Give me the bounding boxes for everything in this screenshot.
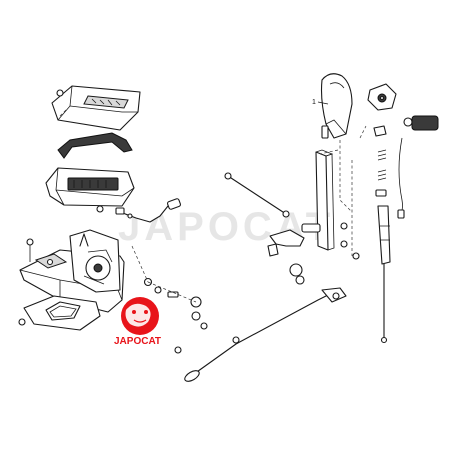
callout-1: 1 (312, 99, 329, 106)
switch-with-wire (397, 115, 439, 219)
connecting-rod-lower (184, 287, 347, 382)
indicator-cover (51, 85, 141, 131)
shift-knob (320, 73, 353, 139)
connecting-rod-upper (224, 172, 290, 218)
knob-button (367, 83, 397, 111)
selector-housing (45, 167, 135, 213)
trim-strip (57, 132, 133, 159)
shift-shaft (301, 149, 335, 251)
springs-pins (352, 125, 387, 260)
shift-cable (115, 198, 181, 223)
part-number-label: 1 (312, 99, 316, 106)
logo-text: JAPOCAT (114, 336, 161, 347)
leader-lines (59, 109, 367, 256)
shifter-base (19, 229, 125, 313)
push-rod (377, 205, 391, 344)
japocat-logo: JAPOCAT (114, 297, 161, 347)
base-plate (18, 295, 101, 331)
hardware-set (131, 245, 208, 354)
lever-bracket (267, 222, 348, 285)
